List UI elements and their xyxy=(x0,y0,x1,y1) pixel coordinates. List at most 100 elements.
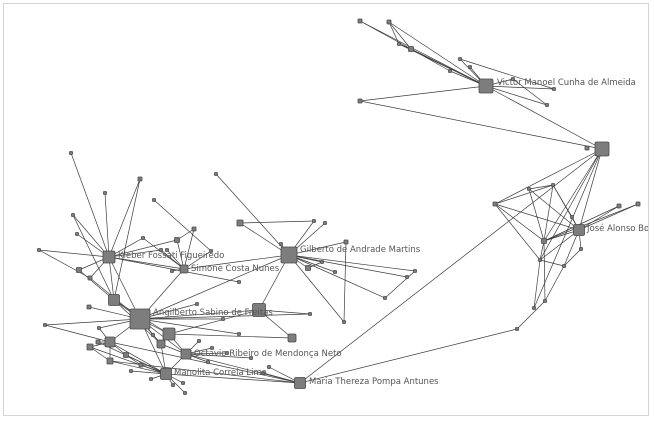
node-a8[interactable] xyxy=(151,333,155,337)
node-k16[interactable] xyxy=(237,280,241,284)
node-a7[interactable] xyxy=(221,317,225,321)
node-k4[interactable] xyxy=(37,248,41,252)
node-k2[interactable] xyxy=(137,176,143,182)
node-v1[interactable] xyxy=(357,18,363,24)
node-m9[interactable] xyxy=(149,377,153,381)
node-v11[interactable] xyxy=(448,69,452,73)
node-lt[interactable] xyxy=(594,141,610,157)
node-k7[interactable] xyxy=(76,267,82,273)
node-gil[interactable] xyxy=(280,246,298,264)
node-j12[interactable] xyxy=(515,327,519,331)
node-m7[interactable] xyxy=(183,391,187,395)
node-a1[interactable] xyxy=(43,323,47,327)
node-k12[interactable] xyxy=(159,248,163,252)
node-k14[interactable] xyxy=(87,275,93,281)
node-m3[interactable] xyxy=(106,357,114,365)
node-c2[interactable] xyxy=(162,327,176,341)
node-j3[interactable] xyxy=(492,201,498,207)
node-m6[interactable] xyxy=(181,381,185,385)
node-v10[interactable] xyxy=(357,98,363,104)
node-g11[interactable] xyxy=(405,275,409,279)
node-o5[interactable] xyxy=(267,365,271,369)
node-g7[interactable] xyxy=(279,242,283,246)
node-m10[interactable] xyxy=(197,339,201,343)
node-o2[interactable] xyxy=(225,351,229,355)
node-j9[interactable] xyxy=(562,264,566,268)
node-k17[interactable] xyxy=(209,249,213,253)
node-j8[interactable] xyxy=(538,258,542,262)
node-oct[interactable] xyxy=(180,348,192,360)
node-g6[interactable] xyxy=(305,265,311,271)
node-j11[interactable] xyxy=(543,299,547,303)
node-g3[interactable] xyxy=(312,219,316,223)
node-k18[interactable] xyxy=(170,269,174,273)
node-j13[interactable] xyxy=(570,215,574,219)
edge-lt-j3 xyxy=(494,148,603,205)
node-j4[interactable] xyxy=(616,203,622,209)
node-k15[interactable] xyxy=(86,304,92,310)
node-vic[interactable] xyxy=(478,78,494,94)
node-o4[interactable] xyxy=(249,356,253,360)
node-kle[interactable] xyxy=(102,250,116,264)
node-o1[interactable] xyxy=(210,346,214,350)
node-a3[interactable] xyxy=(308,312,312,316)
node-g4[interactable] xyxy=(323,221,327,225)
node-o3[interactable] xyxy=(206,360,210,364)
node-g12[interactable] xyxy=(342,320,346,324)
node-v9[interactable] xyxy=(552,87,556,91)
node-a6[interactable] xyxy=(195,302,199,306)
node-k5[interactable] xyxy=(71,213,75,217)
node-m11[interactable] xyxy=(129,369,133,373)
node-m8[interactable] xyxy=(171,383,175,387)
node-v12[interactable] xyxy=(584,145,590,151)
node-a5[interactable] xyxy=(237,332,241,336)
edge-kle-k2 xyxy=(108,178,141,258)
node-j2[interactable] xyxy=(527,187,531,191)
node-v8[interactable] xyxy=(545,103,549,107)
node-j10[interactable] xyxy=(532,306,536,310)
node-o6[interactable] xyxy=(261,371,265,375)
node-g5[interactable] xyxy=(343,239,349,245)
node-v7[interactable] xyxy=(511,77,515,81)
node-m5[interactable] xyxy=(138,362,144,368)
node-k10[interactable] xyxy=(191,226,197,232)
node-v3[interactable] xyxy=(408,46,414,52)
node-k8[interactable] xyxy=(141,236,145,240)
node-c1[interactable] xyxy=(108,294,120,306)
node-g10[interactable] xyxy=(413,269,417,273)
node-label-jose: José Alonso Borba xyxy=(586,223,649,234)
node-g9[interactable] xyxy=(383,296,387,300)
node-k13[interactable] xyxy=(165,248,169,252)
node-g8[interactable] xyxy=(333,270,337,274)
node-m4[interactable] xyxy=(123,352,129,358)
node-j1[interactable] xyxy=(551,183,555,187)
node-k6[interactable] xyxy=(75,232,79,236)
node-c4[interactable] xyxy=(104,336,116,348)
node-k1[interactable] xyxy=(69,151,73,155)
node-m2[interactable] xyxy=(95,339,101,345)
node-mar[interactable] xyxy=(294,377,306,389)
node-m1[interactable] xyxy=(86,343,94,351)
node-k11[interactable] xyxy=(152,198,156,202)
node-a2[interactable] xyxy=(97,326,101,330)
node-k3[interactable] xyxy=(103,191,107,195)
node-ab[interactable] xyxy=(252,303,266,317)
node-c3[interactable] xyxy=(156,339,166,349)
node-v5[interactable] xyxy=(458,57,462,61)
node-man[interactable] xyxy=(160,368,172,380)
node-ang[interactable] xyxy=(129,308,151,330)
edge-v10-lt xyxy=(359,100,603,150)
node-k9[interactable] xyxy=(174,237,180,243)
node-jose[interactable] xyxy=(573,224,585,236)
node-j7[interactable] xyxy=(579,247,583,251)
node-j5[interactable] xyxy=(635,201,641,207)
node-g13[interactable] xyxy=(320,260,324,264)
node-v6[interactable] xyxy=(468,65,472,69)
node-g1[interactable] xyxy=(214,172,218,176)
node-g2[interactable] xyxy=(236,219,244,227)
node-sim[interactable] xyxy=(179,264,189,274)
node-a4[interactable] xyxy=(287,333,297,343)
node-v2[interactable] xyxy=(386,19,392,25)
node-v4[interactable] xyxy=(397,42,401,46)
node-j6[interactable] xyxy=(541,238,547,244)
